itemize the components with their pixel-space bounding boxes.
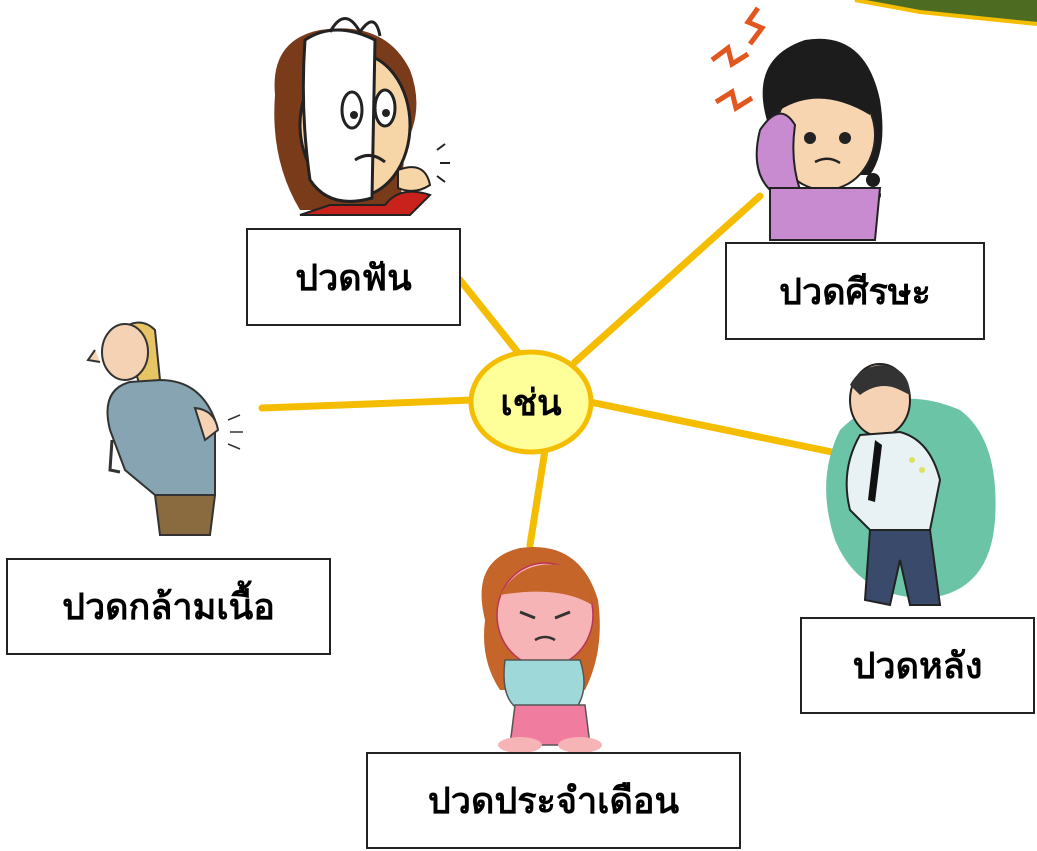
- back-pain-man-icon: [86, 321, 243, 536]
- connector-headache: [571, 192, 764, 366]
- connector-back-pain: [586, 398, 836, 456]
- stomach-pain-man-icon: [826, 363, 996, 607]
- connector-toothache: [456, 276, 524, 359]
- hub-circle: [468, 349, 594, 455]
- connector-menstrual-pain: [526, 446, 549, 549]
- connectors: [258, 192, 836, 549]
- label-menstrual-pain: ปวดประจำเดือน: [366, 752, 741, 849]
- hub-label: เช่น: [500, 382, 562, 424]
- headache-girl-icon: [710, 6, 883, 241]
- label-muscle-pain: ปวดกล้ามเนื้อ: [6, 558, 331, 655]
- label-toothache: ปวดฟัน: [246, 228, 461, 326]
- menstrual-pain-girl-icon: [481, 547, 602, 753]
- corner-decoration: [854, 0, 1037, 26]
- label-headache: ปวดศีรษะ: [725, 242, 985, 340]
- label-back-pain: ปวดหลัง: [800, 617, 1035, 714]
- connector-muscle-pain: [258, 396, 477, 412]
- toothache-person-icon: [274, 17, 450, 216]
